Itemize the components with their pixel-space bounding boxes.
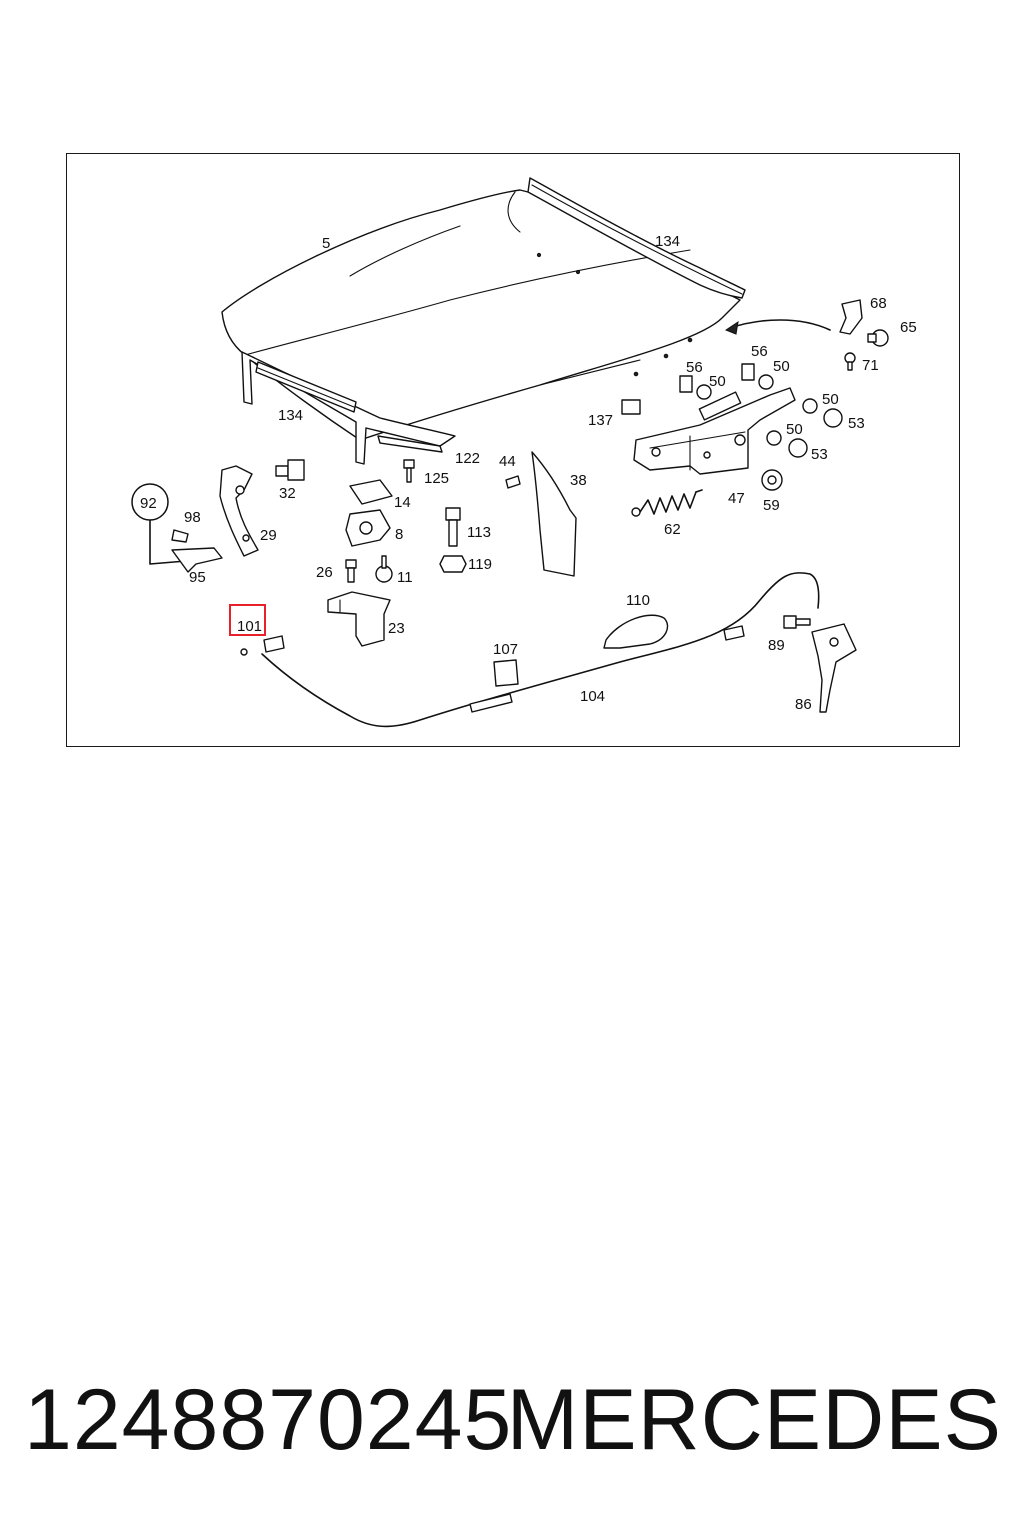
callout-122: 122 xyxy=(455,450,480,467)
cable-tie xyxy=(603,614,669,649)
callout-86: 86 xyxy=(795,696,812,713)
callout-113: 113 xyxy=(467,524,491,541)
spring-part xyxy=(631,489,703,517)
release-handle xyxy=(783,615,857,713)
callout-110: 110 xyxy=(626,592,650,609)
callout-11: 11 xyxy=(397,569,413,586)
hood-part xyxy=(221,177,746,465)
support-bracket xyxy=(149,465,259,573)
hood-lock xyxy=(327,479,393,647)
callout-107: 107 xyxy=(493,641,518,658)
highlight-box xyxy=(229,604,266,636)
callout-134-front: 134 xyxy=(278,407,303,424)
release-cable xyxy=(240,572,820,728)
bolt-113 xyxy=(439,507,467,573)
callout-50-b: 50 xyxy=(773,358,790,375)
clip-hardware xyxy=(621,299,889,491)
callout-92-circle xyxy=(131,483,169,521)
arrow-leader xyxy=(729,319,831,331)
callout-26: 26 xyxy=(316,564,333,581)
bolt-32 xyxy=(275,459,305,481)
callout-137: 137 xyxy=(588,412,613,429)
panel-part xyxy=(531,451,577,577)
callout-95: 95 xyxy=(189,569,206,586)
callout-23: 23 xyxy=(388,620,405,637)
callout-59: 59 xyxy=(763,497,780,514)
callout-98: 98 xyxy=(184,509,201,526)
part-number: 1248870245 xyxy=(24,1372,513,1468)
bolt-125 xyxy=(403,459,415,483)
callout-8: 8 xyxy=(395,526,403,543)
callout-134-rear: 134 xyxy=(655,233,680,250)
callout-119: 119 xyxy=(468,556,492,573)
callout-47: 47 xyxy=(728,490,745,507)
callout-53-b: 53 xyxy=(811,446,828,463)
callout-68: 68 xyxy=(870,295,887,312)
callout-71: 71 xyxy=(862,357,879,374)
callout-44: 44 xyxy=(499,453,516,470)
callout-92: 92 xyxy=(140,495,157,512)
hinge-assembly xyxy=(633,387,796,475)
brand-name: MERCEDES xyxy=(506,1372,1002,1468)
parts-diagram: 5 134 134 68 65 71 56 56 50 50 50 50 53 … xyxy=(131,177,917,728)
callout-38: 38 xyxy=(570,472,587,489)
callout-50-d: 50 xyxy=(786,421,803,438)
callout-65: 65 xyxy=(900,319,917,336)
callout-104: 104 xyxy=(580,688,605,705)
pin-part xyxy=(505,475,521,489)
callout-5: 5 xyxy=(322,235,330,252)
arrow-head xyxy=(724,320,739,335)
callout-101: 101 xyxy=(237,618,262,635)
callout-62: 62 xyxy=(664,521,681,538)
callout-56-b: 56 xyxy=(751,343,768,360)
callout-53-a: 53 xyxy=(848,415,865,432)
callout-89: 89 xyxy=(768,637,785,654)
callout-56-a: 56 xyxy=(686,359,703,376)
callout-125: 125 xyxy=(424,470,449,487)
callout-14: 14 xyxy=(394,494,411,511)
callout-50-c: 50 xyxy=(822,391,839,408)
callout-29: 29 xyxy=(260,527,277,544)
footer: 1248870245 MERCEDES xyxy=(0,1360,1024,1480)
callout-32: 32 xyxy=(279,485,296,502)
callout-50-a: 50 xyxy=(709,373,726,390)
